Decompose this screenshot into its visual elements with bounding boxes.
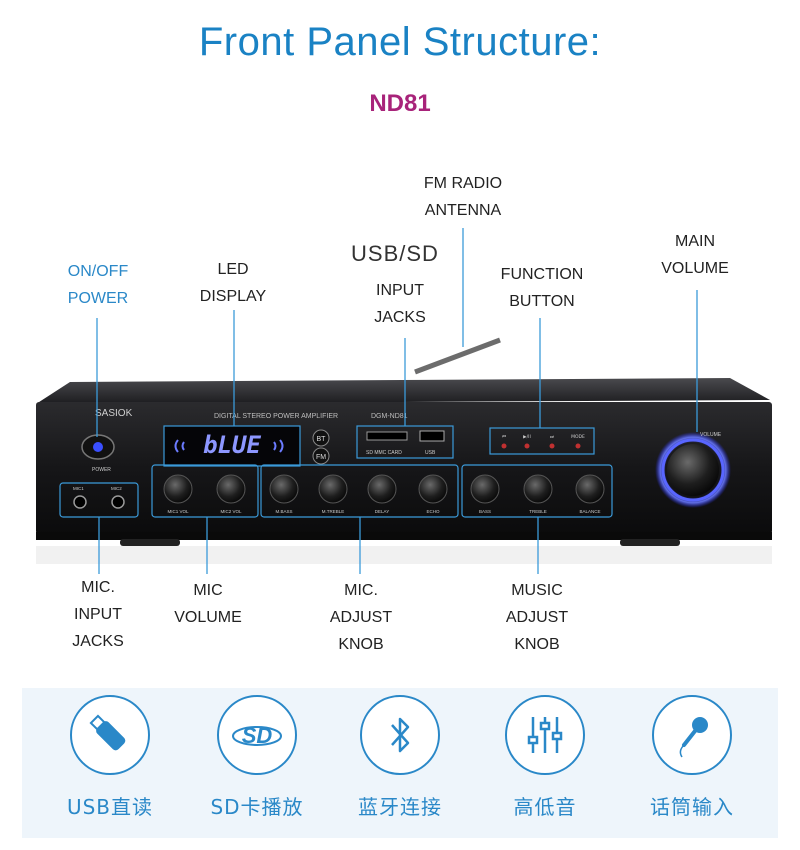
delay-knob[interactable]	[367, 474, 397, 504]
feature-bluetooth: 蓝牙连接	[325, 690, 475, 820]
panel-text: DIGITAL STEREO POWER AMPLIFIER	[214, 413, 338, 420]
feature-microphone-label: 话筒输入	[650, 795, 734, 819]
function-button-box	[489, 427, 595, 455]
balance-knob-label: BALANCE	[579, 509, 600, 514]
main-volume-knob[interactable]	[667, 444, 719, 496]
balance-knob[interactable]	[575, 474, 605, 504]
equalizer-icon	[505, 695, 585, 775]
feature-sd: SD SD卡播放	[182, 690, 332, 820]
microphone-icon	[652, 695, 732, 775]
mic2-vol-knob-label: MIC2 VOL	[220, 509, 242, 514]
callout-lines	[96, 228, 698, 574]
play-pause-button-label: ▶/II	[523, 434, 531, 440]
feature-bluetooth-label: 蓝牙连接	[358, 795, 442, 819]
echo-knob[interactable]	[418, 474, 448, 504]
usb-sd-heading: USB/SD	[351, 241, 439, 266]
bass-knob[interactable]	[470, 474, 500, 504]
feature-usb-label: USB直读	[66, 795, 154, 819]
mode-button-label: MODE	[571, 434, 585, 440]
sd-card-icon: SD	[217, 695, 297, 775]
feature-sd-label: SD卡播放	[210, 795, 304, 819]
volume-ring	[661, 438, 725, 502]
mic1-jack[interactable]	[73, 495, 87, 509]
usb-port[interactable]	[419, 430, 445, 442]
mic1-vol-knob[interactable]	[163, 474, 193, 504]
mode-button[interactable]	[575, 443, 581, 449]
amplifier-diagram: SASIOK DIGITAL STEREO POWER AMPLIFIER DG…	[36, 228, 772, 574]
treble-knob[interactable]	[523, 474, 553, 504]
m-treble-knob[interactable]	[318, 474, 348, 504]
delay-knob-label: DELAY	[375, 509, 389, 514]
power-label: POWER	[92, 467, 111, 473]
bass-knob-label: BASS	[479, 509, 491, 514]
feature-equalizer: 高低音	[470, 690, 620, 820]
sd-slot[interactable]	[366, 431, 408, 441]
m-treble-knob-label: M.TREBLE	[322, 509, 345, 514]
amplifier-top	[36, 378, 770, 404]
brand-text: SASIOK	[95, 408, 133, 419]
m-bass-knob[interactable]	[269, 474, 299, 504]
mic-volume-group	[151, 464, 259, 518]
antenna	[414, 337, 501, 375]
prev-button-label: ⏮	[502, 435, 506, 440]
play-pause-button[interactable]	[524, 443, 530, 449]
fm-button[interactable]	[312, 447, 330, 465]
panel-model-text: DGM-ND81	[371, 413, 408, 420]
prev-button[interactable]	[501, 443, 507, 449]
volume-label: VOLUME	[700, 432, 722, 438]
feature-equalizer-label: 高低音	[513, 795, 577, 819]
bt-label: BT	[317, 436, 327, 443]
feature-microphone: 话筒输入	[617, 690, 767, 820]
usb-label: USB	[425, 450, 436, 456]
treble-knob-label: TREBLE	[529, 509, 547, 514]
mic1-jack-label: MIC1	[73, 486, 84, 491]
page-title: Front Panel Structure:	[198, 20, 602, 64]
model-name: ND81	[369, 90, 431, 117]
mic2-jack-label: MIC2	[111, 486, 122, 491]
led-display-text: bLUE	[203, 431, 261, 459]
bluetooth-icon	[360, 695, 440, 775]
led-display	[163, 425, 301, 467]
music-adjust-group	[461, 464, 613, 518]
echo-knob-label: ECHO	[426, 509, 440, 514]
sd-label: SD MMC CARD	[366, 450, 402, 456]
m-bass-knob-label: M.BASS	[275, 509, 292, 514]
feature-usb: USB直读	[35, 690, 185, 820]
next-button[interactable]	[549, 443, 555, 449]
usb-drive-icon	[70, 695, 150, 775]
mic2-vol-knob[interactable]	[216, 474, 246, 504]
bt-button[interactable]	[312, 429, 330, 447]
next-button-label: ⏭	[550, 435, 554, 440]
mic2-jack[interactable]	[111, 495, 125, 509]
fm-label: FM	[316, 454, 326, 461]
mic1-vol-knob-label: MIC1 VOL	[167, 509, 189, 514]
